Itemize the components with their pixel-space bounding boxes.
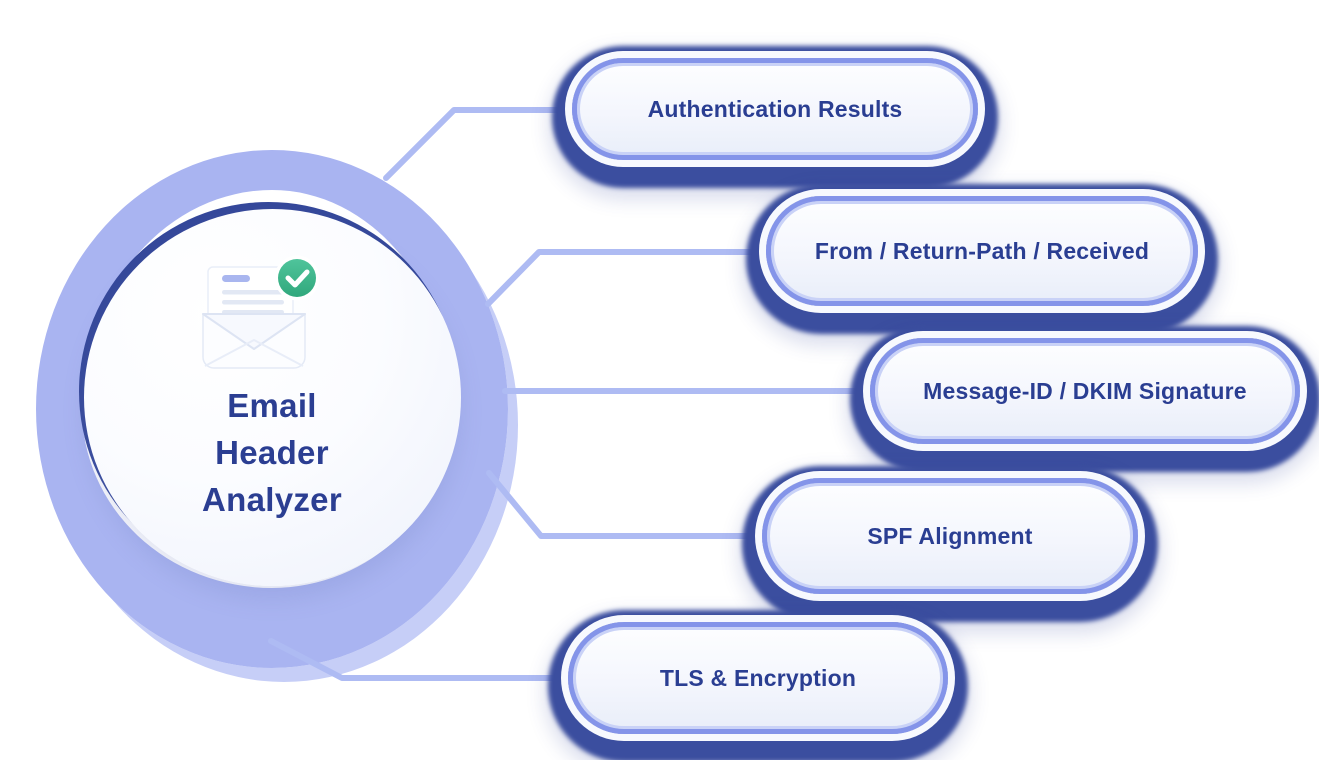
center-title-line: Analyzer (202, 481, 342, 518)
node-label: TLS & Encryption (659, 664, 857, 691)
center-title-line: Email (227, 387, 317, 424)
node-pill-authentication-results[interactable]: Authentication Results (572, 58, 978, 160)
node-pill-message-id-dkim-signature[interactable]: Message-ID / DKIM Signature (870, 338, 1300, 444)
check-badge-icon (274, 255, 320, 301)
email-check-icon (202, 255, 320, 369)
connector-line-tls-encryption (268, 638, 577, 681)
connector-line-spf-alignment (486, 470, 771, 539)
node-pill-spf-alignment[interactable]: SPF Alignment (762, 478, 1138, 594)
node-label: From / Return-Path / Received (814, 237, 1150, 264)
envelope-icon (202, 313, 306, 369)
node-pill-tls-encryption[interactable]: TLS & Encryption (568, 622, 948, 734)
node-label: Message-ID / DKIM Signature (923, 377, 1247, 404)
connector-line-authentication-results (383, 107, 581, 181)
node-label: Authentication Results (647, 95, 903, 122)
center-title: Email Header Analyzer (92, 382, 452, 523)
node-label: SPF Alignment (867, 522, 1033, 549)
center-title-line: Header (215, 434, 329, 471)
connector-line-from-return-path-received (485, 249, 775, 307)
node-pill-from-return-path-received[interactable]: From / Return-Path / Received (766, 196, 1198, 306)
